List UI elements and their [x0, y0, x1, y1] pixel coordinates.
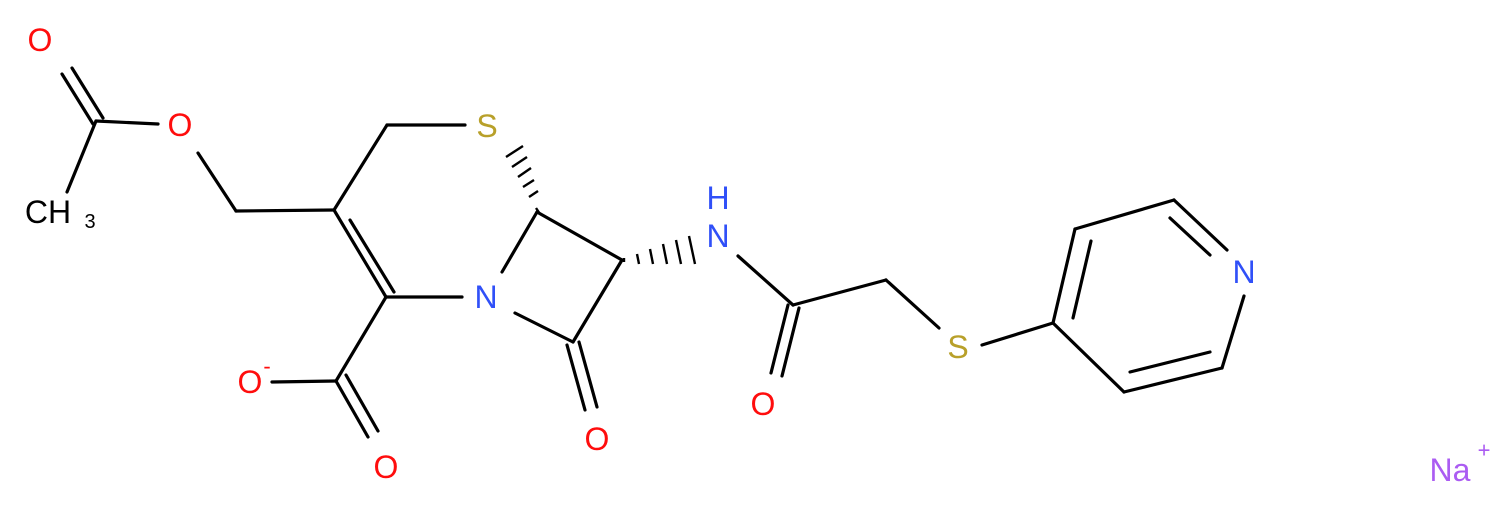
bond-oester-ch2	[196, 151, 238, 213]
bond-ccarboxyl-o-1	[334, 379, 370, 439]
bond-camide-o-1	[769, 303, 790, 375]
bond-n-cbridge	[500, 210, 539, 274]
atom-ch3-subscript: 3	[84, 211, 95, 233]
bond-acetyl-c-o-double-2	[70, 66, 105, 120]
bond-clactam-o-2	[577, 340, 599, 409]
atom-o-carboxylate-charge: -	[263, 354, 270, 379]
atom-na: Na	[1430, 452, 1471, 488]
bond-c2-ccarboxyl	[334, 295, 388, 383]
bond-acetyl-c-ch3	[65, 119, 98, 194]
bond-sthio-pyc4	[980, 321, 1055, 347]
atom-n-amide: N	[706, 218, 729, 254]
bond-c3-c2-inner	[348, 218, 396, 294]
atom-ch3: CH	[25, 194, 71, 230]
atom-na-charge: +	[1478, 438, 1491, 463]
atom-s-thio: S	[947, 329, 968, 365]
bond-camide-o-2	[780, 306, 801, 378]
atom-o-carbonyl-acetyl: O	[28, 22, 53, 58]
atom-labels: O O CH 3 S N H N O - O O O S N Na +	[25, 22, 1491, 488]
bond-ch2-c3	[234, 208, 336, 213]
hash-wedge-bridgehead-s	[505, 144, 541, 215]
stereo-wedges	[505, 144, 697, 265]
bond-py-3	[1172, 198, 1229, 252]
bond-py-3-inner	[1168, 216, 1212, 257]
bond-py-5	[1122, 366, 1224, 394]
atom-n-ring: N	[474, 279, 497, 315]
bond-acetyl-c-o-double-1	[60, 72, 95, 126]
atom-o-carboxyl: O	[374, 449, 399, 485]
bond-clactam-o-1	[565, 343, 587, 412]
bond-py-1-inner	[1071, 239, 1093, 320]
bond-n-clactam	[513, 311, 575, 344]
bond-clactam-c7	[571, 258, 624, 344]
bond-py-4	[1220, 294, 1246, 370]
atom-n-pyridine: N	[1232, 254, 1255, 290]
bond-ccarboxyl-o-2	[344, 373, 380, 433]
atom-o-carboxylate: O	[238, 364, 263, 400]
bond-ch2-sthio	[884, 278, 941, 330]
bond-acetyl-c-oester	[94, 119, 160, 126]
atom-s-ring: S	[476, 108, 497, 144]
bond-py-1	[1051, 227, 1077, 325]
bond-py-5-inner	[1128, 350, 1212, 374]
bond-c3-c2	[332, 208, 388, 299]
atom-o-lactam: O	[585, 421, 610, 457]
bond-py-6	[1051, 321, 1126, 394]
bond-c3-cring	[332, 123, 389, 212]
bond-nh-camide	[736, 254, 795, 307]
bonds	[60, 66, 1246, 439]
atom-o-ester: O	[168, 107, 193, 143]
bond-camide-ch2	[791, 278, 888, 307]
atom-h-amide: H	[706, 180, 729, 216]
atom-o-amide: O	[751, 386, 776, 422]
bond-c7-cbridge	[535, 210, 624, 262]
bond-py-2	[1073, 198, 1176, 231]
hash-wedge-c7-nh	[622, 235, 697, 265]
bond-ccarboxyl-ominus	[270, 379, 338, 384]
